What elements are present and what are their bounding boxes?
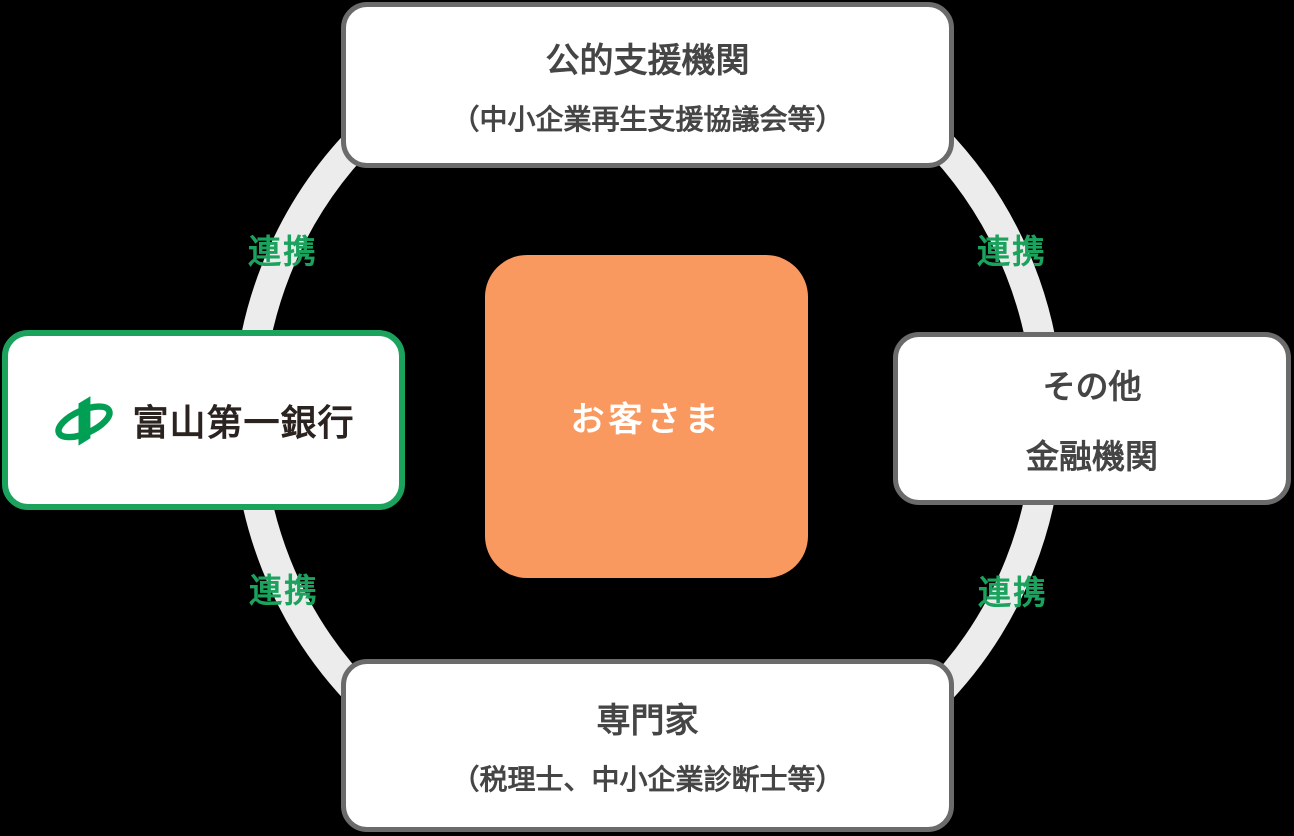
node-public-support: 公的支援機関 （中小企業再生支援協議会等） (341, 2, 954, 168)
experts-title: 専門家 (596, 702, 699, 740)
link-label-bottom-right: 連携 (978, 574, 1048, 611)
other-financial-line2: 金融機関 (1026, 437, 1158, 475)
node-bank: 富山第一銀行 (2, 330, 405, 510)
bank-name: 富山第一銀行 (132, 402, 355, 443)
public-support-subtitle: （中小企業再生支援協議会等） (451, 103, 844, 135)
customer-box: お客さま (485, 255, 808, 578)
bank-logo-icon (52, 391, 116, 449)
experts-subtitle: （税理士、中小企業診断士等） (451, 764, 844, 795)
public-support-title: 公的支援機関 (545, 41, 750, 80)
node-experts: 専門家 （税理士、中小企業診断士等） (341, 659, 954, 832)
link-label-top-right: 連携 (977, 233, 1047, 270)
link-label-bottom-left: 連携 (249, 572, 319, 609)
link-label-top-left: 連携 (248, 233, 318, 270)
other-financial-line1: その他 (1042, 367, 1142, 405)
node-other-financial: その他 金融機関 (893, 332, 1291, 505)
customer-label: お客さま (570, 401, 723, 439)
